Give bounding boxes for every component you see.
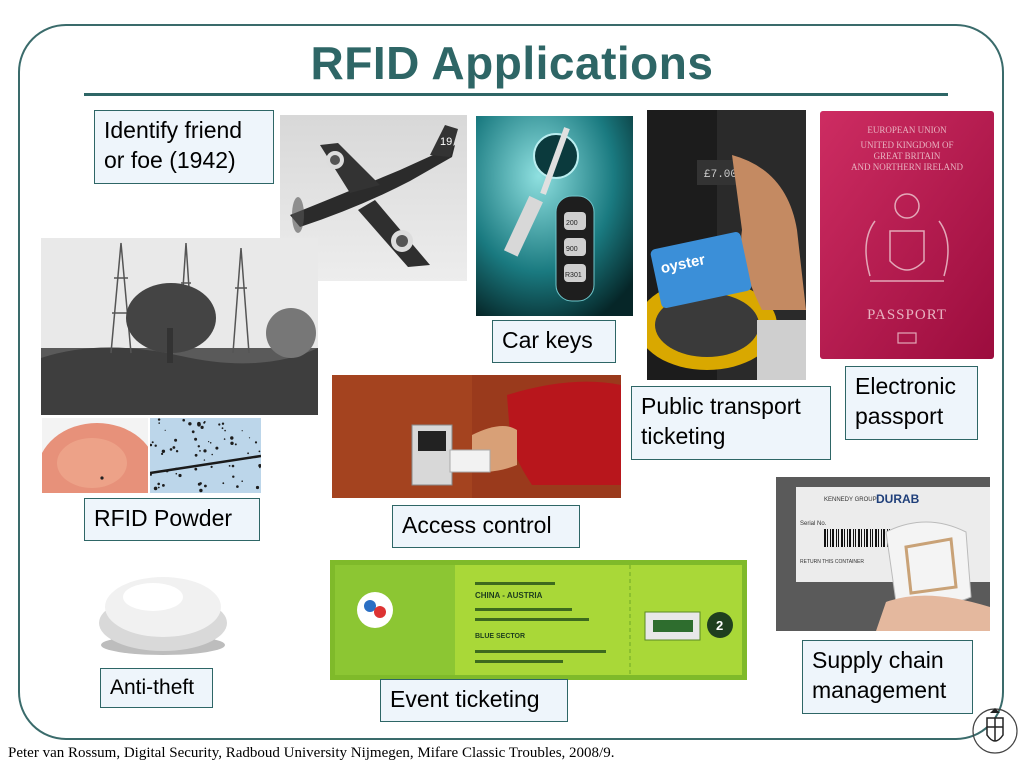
label-identify-friend-or-foe: Identify friend or foe (1942) bbox=[94, 110, 274, 184]
label-rfid-powder-text: RFID Powder bbox=[94, 505, 233, 531]
label-anti-theft-text: Anti-theft bbox=[110, 676, 195, 699]
label-iff-line1: Identify friend bbox=[104, 117, 243, 143]
fingertip-photo bbox=[42, 418, 148, 493]
university-seal-logo bbox=[970, 703, 1020, 763]
fare-display: £7.00 bbox=[704, 169, 737, 181]
label-car-keys: Car keys bbox=[492, 320, 616, 363]
key-text-1: 900 bbox=[566, 246, 578, 253]
event-ticket-photo: CHINA - AUSTRIA BLUE SECTOR 2 bbox=[330, 560, 747, 680]
passport-union-text: EUROPEAN UNION bbox=[867, 125, 947, 135]
supply-chain-tag-photo: KENNEDY GROUP DURAB Serial No. RETURN TH… bbox=[776, 477, 990, 631]
key-text-3: R301 bbox=[565, 272, 582, 279]
label-public-transport-line2: ticketing bbox=[641, 423, 726, 449]
label-event-ticketing-text: Event ticketing bbox=[390, 686, 540, 712]
label-anti-theft: Anti-theft bbox=[100, 668, 213, 708]
label-supply-chain-line2: management bbox=[812, 677, 947, 703]
label-event-ticketing: Event ticketing bbox=[380, 679, 568, 722]
coat-of-arms-icon bbox=[865, 193, 949, 282]
title-underline bbox=[84, 93, 948, 96]
radar-towers-photo bbox=[41, 238, 318, 415]
label-supply-chain: Supply chain management bbox=[802, 640, 973, 714]
anti-theft-tag-photo bbox=[93, 565, 233, 660]
key-text-2: 200 bbox=[566, 220, 578, 227]
rfid-powder-microscope-photo bbox=[150, 418, 261, 493]
ticket-sector-text: BLUE SECTOR bbox=[475, 633, 525, 640]
supply-group-text: KENNEDY GROUP bbox=[824, 497, 877, 503]
passport-country-line2: GREAT BRITAIN bbox=[874, 151, 941, 161]
ticket-match-text: CHINA - AUSTRIA bbox=[475, 591, 543, 600]
car-keys-photo: 900 200 R301 bbox=[476, 116, 633, 316]
passport-country-line1: UNITED KINGDOM OF bbox=[861, 140, 954, 150]
label-public-transport-line1: Public transport bbox=[641, 393, 801, 419]
oyster-card-photo: £7.00 oyster bbox=[647, 110, 806, 380]
supply-return-text: RETURN THIS CONTAINER bbox=[800, 559, 864, 565]
label-car-keys-text: Car keys bbox=[502, 327, 593, 353]
passport-photo: EUROPEAN UNION UNITED KINGDOM OF GREAT B… bbox=[820, 111, 994, 359]
label-access-control: Access control bbox=[392, 505, 580, 548]
access-control-photo bbox=[332, 375, 621, 498]
label-passport-line1: Electronic bbox=[855, 373, 956, 399]
spitfire-number: 19 bbox=[440, 136, 452, 148]
label-electronic-passport: Electronic passport bbox=[845, 366, 978, 440]
slide-footer: Peter van Rossum, Digital Security, Radb… bbox=[8, 745, 615, 761]
slide-frame bbox=[18, 24, 1004, 740]
passport-country-line3: AND NORTHERN IRELAND bbox=[851, 162, 963, 172]
label-access-control-text: Access control bbox=[402, 512, 552, 538]
label-supply-chain-line1: Supply chain bbox=[812, 647, 944, 673]
slide-title: RFID Applications bbox=[310, 37, 714, 89]
supply-serial-text: Serial No. bbox=[800, 521, 827, 527]
label-rfid-powder: RFID Powder bbox=[84, 498, 260, 541]
supply-brand-text: DURAB bbox=[876, 492, 920, 506]
passport-word: PASSPORT bbox=[867, 307, 947, 323]
label-iff-line2: or foe (1942) bbox=[104, 147, 236, 173]
label-passport-line2: passport bbox=[855, 403, 944, 429]
label-public-transport: Public transport ticketing bbox=[631, 386, 831, 460]
ticket-gate-number: 2 bbox=[716, 618, 723, 633]
